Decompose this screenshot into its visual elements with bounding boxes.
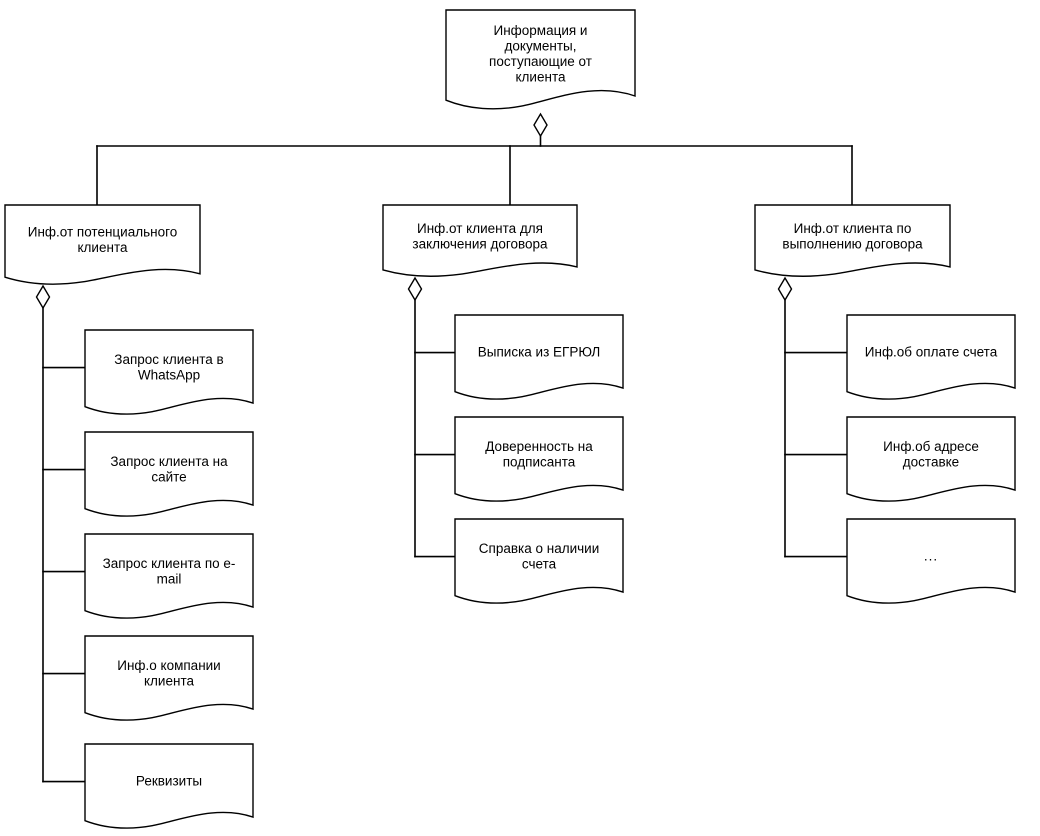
leaf-egrul-extract-node-shape — [454, 314, 624, 400]
branch-potential-client-node-shape — [4, 204, 201, 285]
leaf-requisites-node-label: Реквизиты — [136, 773, 202, 788]
leaf-more-node: ... — [846, 518, 1016, 604]
leaf-company-info-node-shape — [84, 635, 254, 721]
leaf-requisites-node: Реквизиты — [84, 743, 254, 829]
leaf-whatsapp-node-shape — [84, 329, 254, 415]
leaf-requisites-node-shape — [84, 743, 254, 829]
leaf-invoice-payment-node-shape — [846, 314, 1016, 400]
leaf-more-node-label: ... — [924, 548, 938, 563]
leaf-egrul-extract-node-label: Выписка из ЕГРЮЛ — [478, 344, 600, 359]
connector-lines-group — [35, 112, 853, 783]
branch-potential-client-aggregation-diamond — [35, 284, 51, 310]
root-aggregation-diamond — [533, 112, 548, 138]
leaf-account-certificate-node-shape — [454, 518, 624, 604]
leaf-invoice-payment-node: Инф.об оплате счета — [846, 314, 1016, 400]
leaf-more-node-shape — [846, 518, 1016, 604]
root-node-shape — [445, 9, 636, 110]
leaf-delivery-address-node-shape — [846, 416, 1016, 502]
leaf-invoice-payment-node-label: Инф.об оплате счета — [865, 344, 998, 359]
branch-contract-conclusion-node-shape — [382, 204, 578, 277]
leaf-email-node-label: Запрос клиента по e-mail — [103, 555, 236, 586]
leaf-email-node-shape — [84, 533, 254, 619]
leaf-website-node-shape — [84, 431, 254, 517]
leaf-signatory-poa-node-shape — [454, 416, 624, 502]
leaf-email-node: Запрос клиента по e-mail — [84, 533, 254, 619]
branch-contract-execution-aggregation-diamond — [777, 276, 793, 302]
leaf-egrul-extract-node: Выписка из ЕГРЮЛ — [454, 314, 624, 400]
branch-contract-execution-node-shape — [754, 204, 951, 277]
branch-contract-conclusion-aggregation-diamond — [407, 276, 423, 302]
